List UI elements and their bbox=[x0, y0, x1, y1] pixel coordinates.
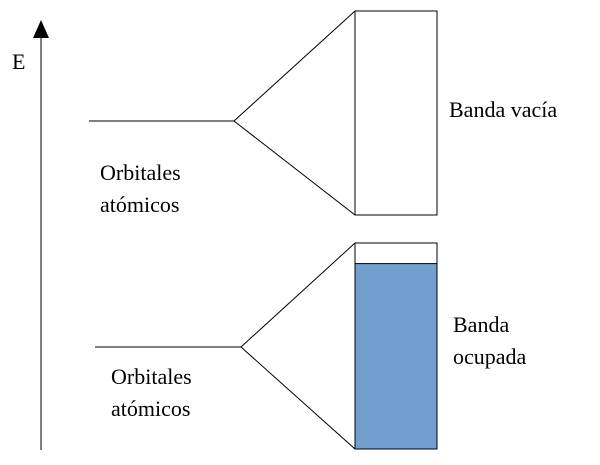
lower-orbital-label-line1: Orbitales bbox=[111, 364, 192, 389]
energy-axis-label: E bbox=[12, 49, 25, 74]
lower-band-label-line2: ocupada bbox=[453, 344, 527, 369]
upper-band-box bbox=[354, 10, 438, 216]
upper-orbital-label-line2: atómicos bbox=[100, 192, 179, 217]
upper-band-label: Banda vacía bbox=[449, 97, 557, 122]
lower-fan-bottom-line bbox=[240, 346, 356, 450]
upper-orbital-label-line1: Orbitales bbox=[100, 160, 181, 185]
lower-band-fill bbox=[354, 263, 438, 450]
upper-fan-bottom-line bbox=[233, 120, 356, 216]
lower-band-label-line1: Banda bbox=[453, 312, 509, 337]
lower-fan-top-line bbox=[240, 242, 356, 348]
lower-orbital-label-line2: atómicos bbox=[111, 396, 190, 421]
energy-axis-arrowhead bbox=[33, 20, 49, 38]
upper-fan-top-line bbox=[233, 10, 356, 122]
